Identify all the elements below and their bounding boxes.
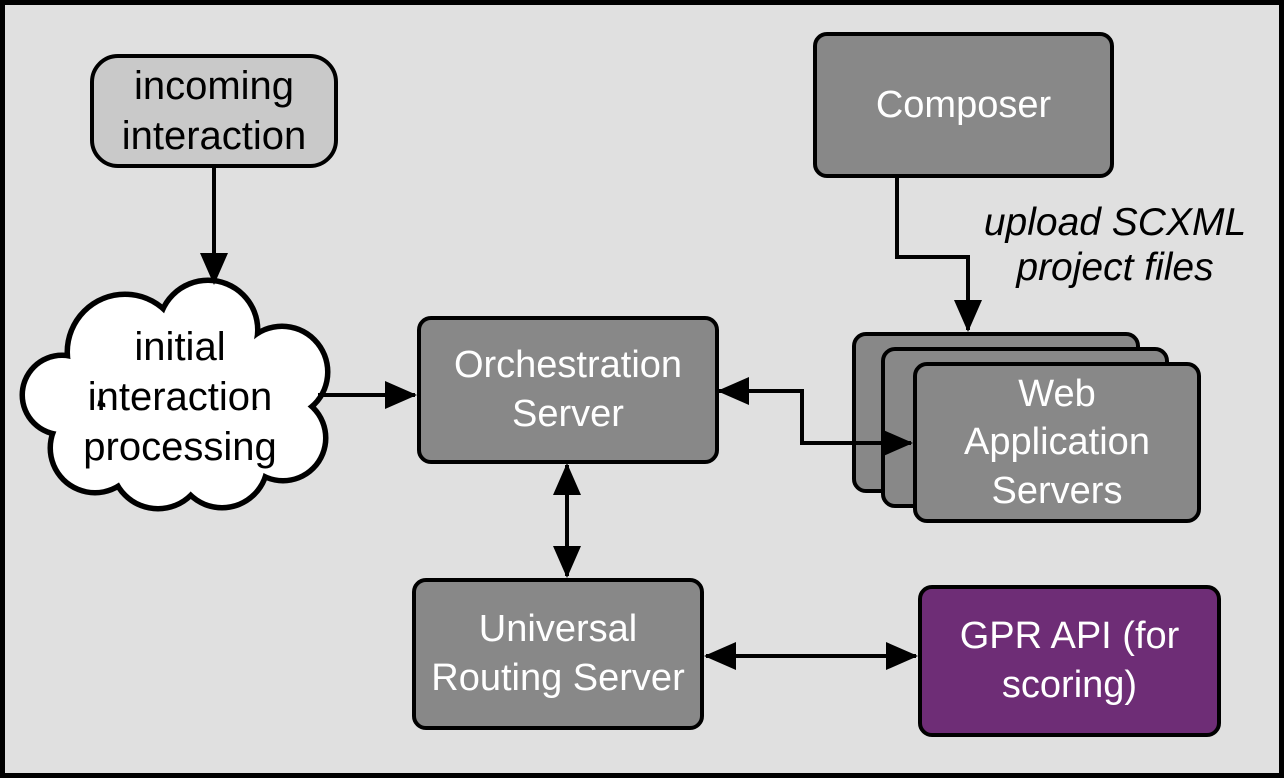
node-initial-processing-label: initial interaction processing <box>83 325 277 469</box>
node-incoming-interaction: incoming interaction <box>90 54 338 168</box>
node-universal-routing-server-label: Universal Routing Server <box>431 608 685 699</box>
node-universal-routing-server: Universal Routing Server <box>412 578 704 730</box>
node-web-application-servers-label: Web Application Servers <box>964 372 1150 512</box>
edge-annotation-upload-scxml-label: upload SCXML project files <box>983 201 1247 289</box>
node-gpr-api: GPR API (for scoring) <box>918 585 1221 737</box>
node-composer-label: Composer <box>875 83 1052 126</box>
node-initial-processing: initial interaction processing <box>30 322 330 472</box>
cloud-shape <box>19 277 331 512</box>
node-orchestration-server: Orchestration Server <box>417 316 719 464</box>
node-gpr-api-label: GPR API (for scoring) <box>959 615 1180 706</box>
node-incoming-interaction-label: incoming interaction <box>121 64 307 158</box>
node-web-application-servers: Web Application Servers <box>913 362 1201 523</box>
node-composer: Composer <box>813 32 1114 178</box>
node-orchestration-server-label: Orchestration Server <box>453 344 683 435</box>
edge-annotation-upload-scxml: upload SCXML project files <box>960 200 1270 290</box>
